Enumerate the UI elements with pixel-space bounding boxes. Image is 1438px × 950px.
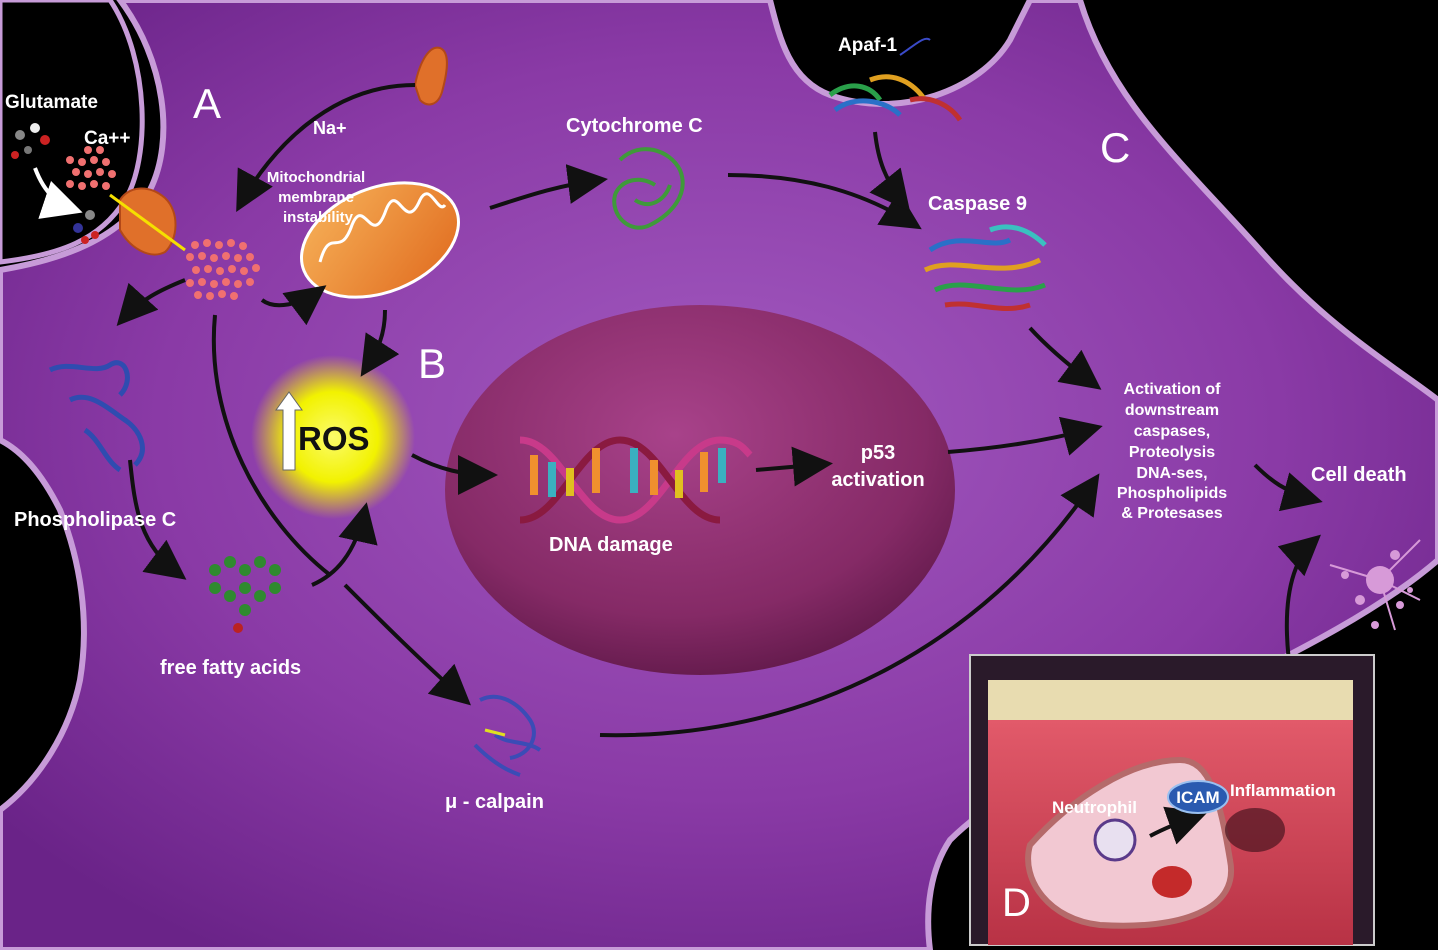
red-blood-cell-icon [1152, 866, 1192, 898]
apaf-1-protein-icon [828, 37, 963, 122]
activation-line: & Protesases [1121, 505, 1222, 522]
activation-line: downstream [1125, 402, 1219, 419]
sodium-channel-icon [413, 46, 448, 106]
label-ca: Ca++ [84, 128, 130, 149]
label-dna-damage: DNA damage [549, 534, 673, 556]
activation-line: DNA-ses, [1136, 465, 1207, 482]
calpain-protein-icon [473, 694, 542, 777]
free-fatty-acid-molecule-icon [209, 556, 281, 633]
caspase-9-protein-icon [923, 224, 1047, 311]
inflammation-inset [969, 654, 1375, 946]
dna-helix-icon [519, 436, 753, 524]
label-ros: ROS [298, 420, 370, 457]
section-label-b: B [418, 340, 446, 387]
label-p53-1: p53 [861, 442, 895, 464]
pathway-arrows [116, 83, 1323, 738]
label-free-fatty-acids: free fatty acids [160, 657, 301, 679]
label-activation-block: Activation of downstream caspases, Prote… [1117, 381, 1227, 522]
label-cell-death: Cell death [1311, 464, 1407, 486]
up-arrow-icon [275, 391, 303, 471]
calcium-channel-icon [109, 187, 186, 256]
activation-line: Phospholipids [1117, 485, 1227, 502]
label-apaf-1: Apaf-1 [838, 35, 898, 56]
label-calpain: μ - calpain [445, 791, 544, 813]
label-phospholipase-c: Phospholipase C [14, 509, 176, 531]
activation-line: Proteolysis [1129, 444, 1215, 461]
label-icam: ICAM [1176, 788, 1219, 807]
label-caspase-9: Caspase 9 [928, 193, 1027, 215]
label-mito-3: instability [283, 209, 354, 226]
section-label-a: A [193, 80, 221, 127]
neutrophil-icon [1093, 818, 1137, 862]
label-inflammation: Inflammation [1230, 781, 1336, 800]
cytochrome-c-protein-icon [612, 147, 685, 230]
phospholipase-c-protein-icon [48, 360, 145, 473]
glutamate-molecule-icon [11, 123, 99, 244]
label-neutrophil: Neutrophil [1052, 798, 1137, 817]
label-na: Na+ [313, 118, 347, 138]
label-cytochrome-c: Cytochrome C [566, 115, 703, 137]
mitochondrion-icon [300, 181, 460, 299]
label-mito-1: Mitochondrial [267, 169, 365, 186]
calcium-ions-outside [66, 146, 116, 190]
dying-cell-icon [1329, 539, 1421, 631]
label-glutamate: Glutamate [5, 92, 98, 113]
label-mito-2: membrane [278, 189, 354, 206]
activation-line: caspases, [1134, 423, 1211, 440]
section-label-c: C [1100, 124, 1130, 171]
icam-badge [1167, 780, 1229, 814]
section-label-d: D [1002, 881, 1031, 925]
calcium-ions-inside [186, 239, 260, 300]
label-p53-2: activation [831, 469, 924, 491]
activation-line: Activation of [1124, 381, 1222, 398]
